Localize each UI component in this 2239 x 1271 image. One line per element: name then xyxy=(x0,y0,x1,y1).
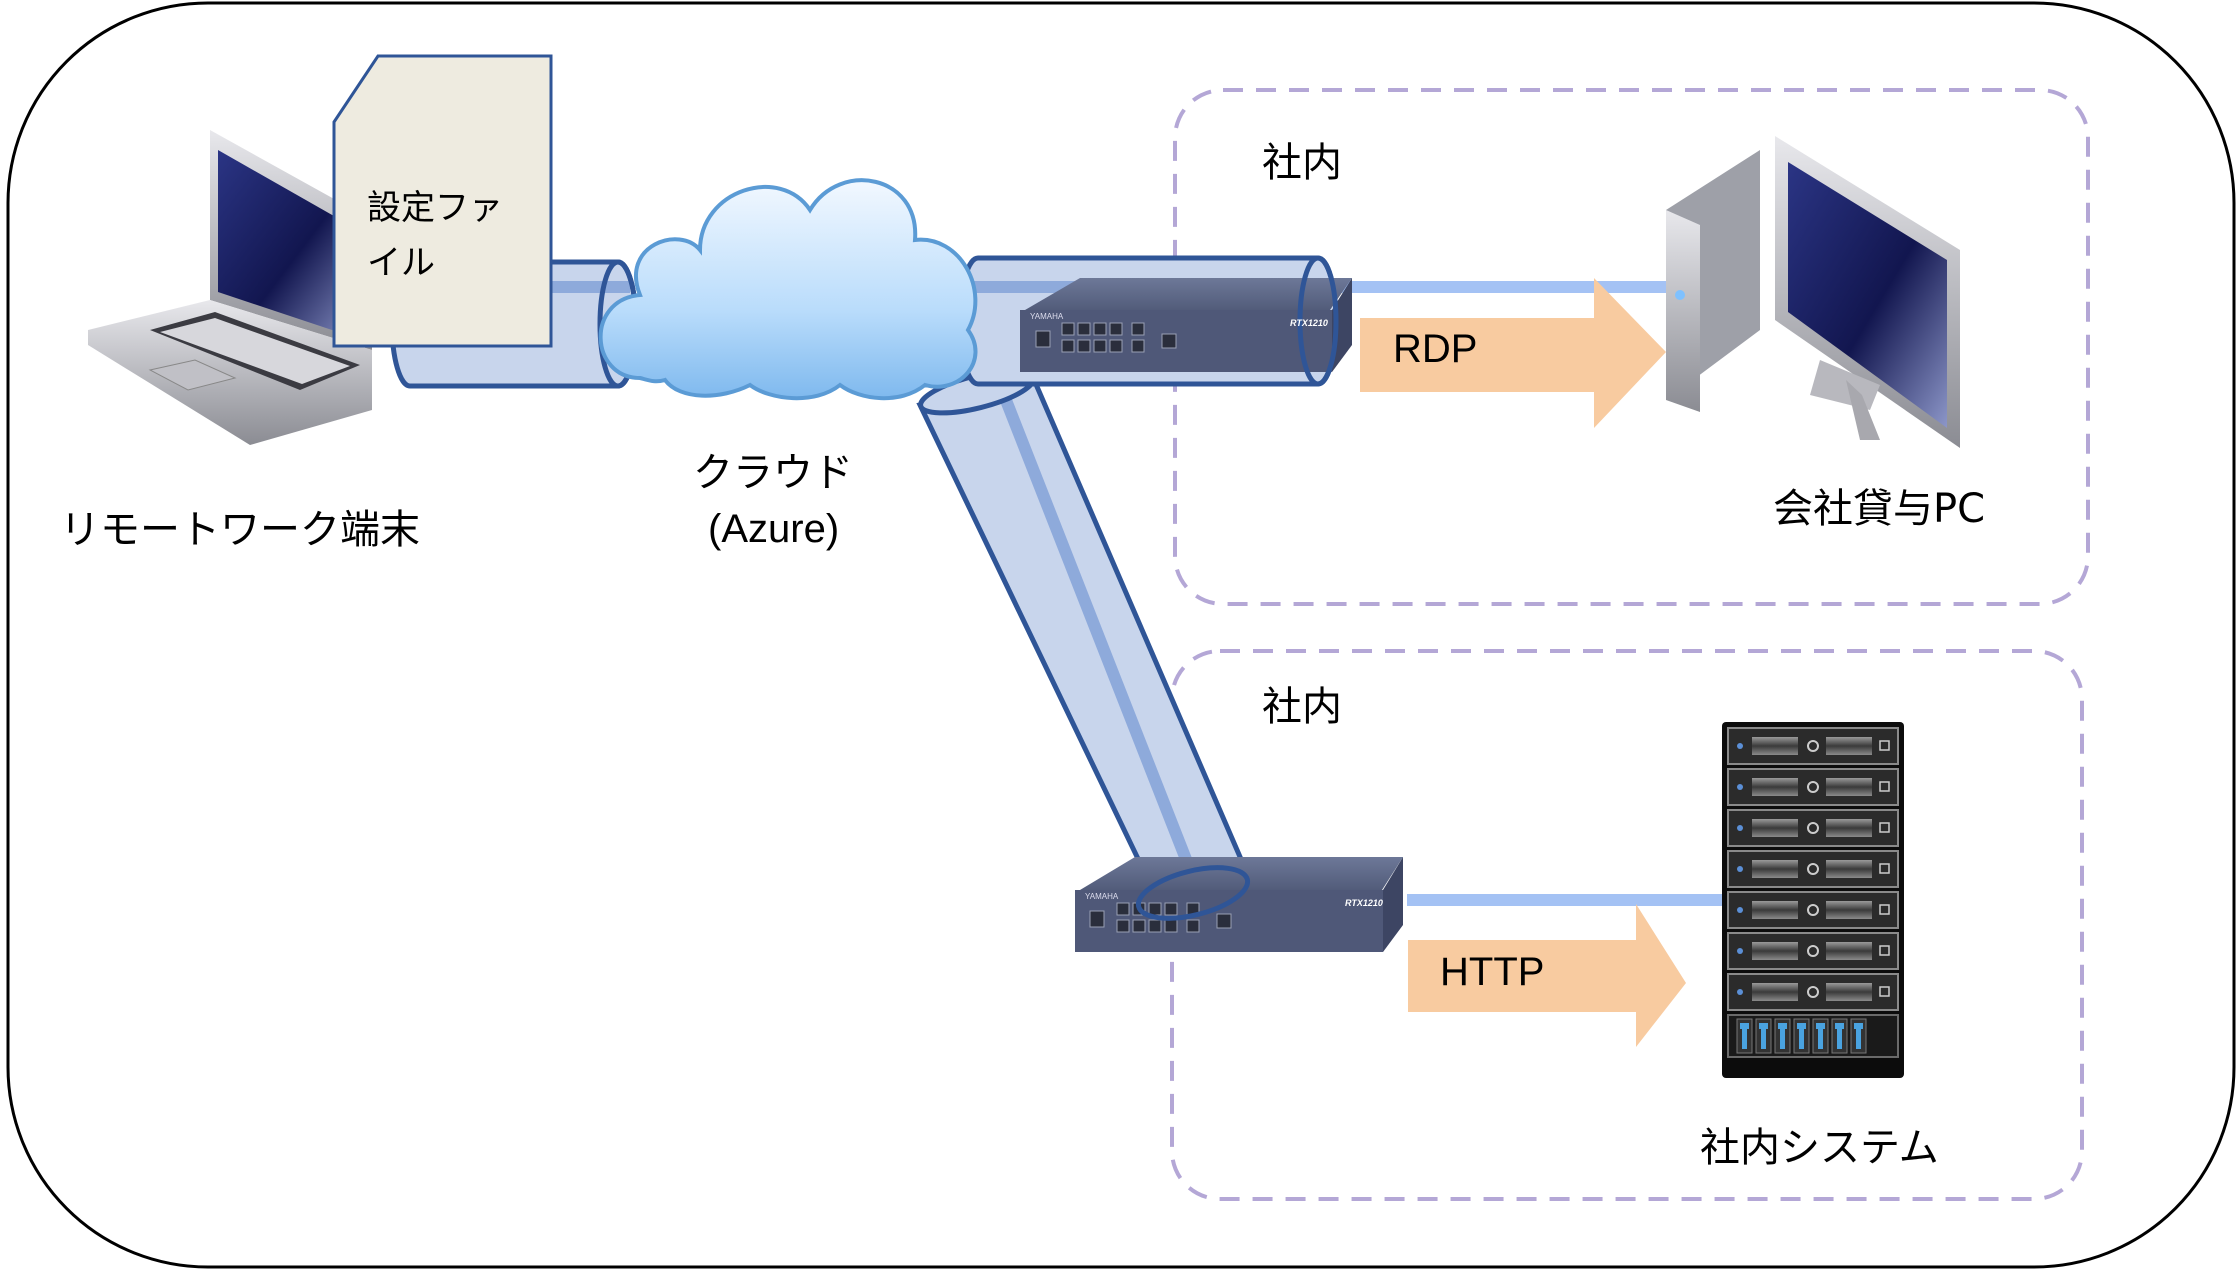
config-file-label-line1: 設定ファ xyxy=(367,188,503,228)
remote-terminal-label: リモートワーク端末 xyxy=(60,507,420,553)
router-bottom-icon xyxy=(1075,857,1403,952)
server-unit xyxy=(1727,727,1899,765)
router-bottom-model: RTX1210 xyxy=(1345,898,1383,908)
server-unit xyxy=(1727,809,1899,847)
server-unit xyxy=(1727,973,1899,1011)
zone-bottom-boundary xyxy=(1170,649,2084,1201)
rdp-label: RDP xyxy=(1393,327,1478,371)
server-unit xyxy=(1727,932,1899,970)
zone-top-label: 社内 xyxy=(1262,140,1342,186)
storage-unit xyxy=(1727,1014,1899,1058)
router-bottom-brand: YAMAHA xyxy=(1085,892,1119,901)
cloud-label: クラウド xyxy=(693,450,853,496)
pc-label: 会社貸与PC xyxy=(1773,486,1986,532)
server-unit xyxy=(1727,850,1899,888)
document-icon xyxy=(332,54,553,348)
router-top-model: RTX1210 xyxy=(1290,318,1328,328)
http-arrow xyxy=(1408,904,1686,1047)
laptop-icon xyxy=(88,130,372,445)
server-unit xyxy=(1727,891,1899,929)
router-top-icon xyxy=(1020,278,1352,372)
router-top-brand: YAMAHA xyxy=(1030,312,1064,321)
zone-bottom-label: 社内 xyxy=(1262,684,1342,730)
rdp-arrow xyxy=(1360,278,1666,428)
http-label: HTTP xyxy=(1440,950,1545,994)
cloud-sublabel: (Azure) xyxy=(708,507,840,551)
server-label: 社内システム xyxy=(1700,1125,1939,1171)
server-rack-icon xyxy=(1722,722,1904,1078)
tunnel-top-end xyxy=(1297,255,1339,387)
server-unit xyxy=(1727,768,1899,806)
cloud-icon xyxy=(598,178,978,401)
config-file-label-line2: イル xyxy=(367,243,435,283)
desktop-pc-icon xyxy=(1666,136,1960,448)
